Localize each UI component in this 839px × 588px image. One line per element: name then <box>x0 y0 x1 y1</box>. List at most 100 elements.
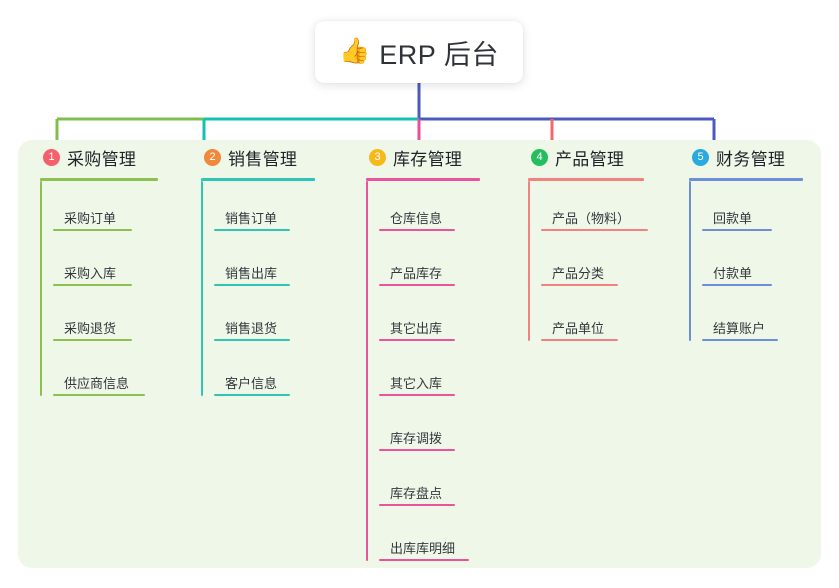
list-item[interactable]: 回款单 <box>702 181 821 236</box>
branch-badge-1: 1 <box>43 148 60 166</box>
branch-underline-4 <box>528 178 644 181</box>
list-item[interactable]: 供应商信息 <box>53 346 183 401</box>
list-item[interactable]: 产品单位 <box>541 291 675 346</box>
list-item[interactable]: 产品库存 <box>379 236 513 291</box>
list-item-label: 客户信息 <box>225 376 278 391</box>
branch-badge-4: 4 <box>531 148 548 166</box>
branch-header-5[interactable]: 5 财务管理 <box>689 140 821 174</box>
list-item-label: 采购入库 <box>64 266 117 281</box>
list-item-label: 产品库存 <box>390 266 443 281</box>
list-item-label: 仓库信息 <box>390 211 443 226</box>
branch-column-5: 5 财务管理回款单付款单结算账户 <box>675 140 821 568</box>
list-item-underline <box>53 229 132 231</box>
branch-column-1: 1 采购管理采购订单采购入库采购退货供应商信息 <box>18 140 183 568</box>
list-item-label: 销售订单 <box>225 211 278 226</box>
branch-spine-5 <box>689 181 691 341</box>
branch-column-2: 2 销售管理销售订单销售出库销售退货客户信息 <box>183 140 348 568</box>
branch-title-5: 财务管理 <box>716 149 786 169</box>
branch-underline-3 <box>366 178 480 181</box>
list-item-underline <box>379 284 455 286</box>
list-item-underline <box>702 339 778 341</box>
list-item[interactable]: 采购退货 <box>53 291 183 346</box>
list-item-label: 回款单 <box>713 211 753 226</box>
list-item-label: 采购订单 <box>64 211 117 226</box>
list-item[interactable]: 付款单 <box>702 236 821 291</box>
list-item[interactable]: 客户信息 <box>214 346 348 401</box>
branch-column-4: 4 产品管理产品（物料） 产品分类产品单位 <box>513 140 675 568</box>
list-item-underline <box>379 449 455 451</box>
branch-spine-3 <box>366 181 368 561</box>
branch-header-2[interactable]: 2 销售管理 <box>201 140 348 174</box>
list-item[interactable]: 结算账户 <box>702 291 821 346</box>
list-item-label: 销售退货 <box>225 321 278 336</box>
list-item-underline <box>379 229 455 231</box>
branch-items-2: 销售订单销售出库销售退货客户信息 <box>201 181 348 401</box>
list-item[interactable]: 销售出库 <box>214 236 348 291</box>
list-item[interactable]: 库存盘点 <box>379 456 513 511</box>
root-node-title: ERP 后台 <box>379 39 499 70</box>
list-item-label: 结算账户 <box>713 321 766 336</box>
list-item[interactable]: 产品（物料） <box>541 181 675 236</box>
list-item-label: 库存调拨 <box>390 431 443 446</box>
branch-items-5: 回款单付款单结算账户 <box>689 181 821 346</box>
branch-underline-2 <box>201 178 315 181</box>
branches-panel <box>18 140 821 568</box>
list-item[interactable]: 销售订单 <box>214 181 348 236</box>
branch-spine-1 <box>40 181 42 396</box>
branch-title-2: 销售管理 <box>228 149 298 169</box>
list-item-underline <box>214 339 290 341</box>
list-item-label: 采购退货 <box>64 321 117 336</box>
branch-underline-1 <box>40 178 158 181</box>
list-item-underline <box>541 284 618 286</box>
branch-columns: 1 采购管理采购订单采购入库采购退货供应商信息 2 销售管理销售订单销售出库销售退货客… <box>18 140 821 568</box>
list-item-underline <box>379 504 455 506</box>
branch-items-3: 仓库信息产品库存其它出库其它入库库存调拨库存盘点出库库明细 <box>366 181 513 566</box>
list-item-label: 其它入库 <box>390 376 443 391</box>
list-item-label: 产品（物料） <box>552 211 631 226</box>
branch-header-4[interactable]: 4 产品管理 <box>528 140 675 174</box>
root-node-card[interactable]: 👍 ERP 后台 <box>315 21 523 83</box>
branch-underline-5 <box>689 178 803 181</box>
list-item[interactable]: 采购入库 <box>53 236 183 291</box>
list-item[interactable]: 仓库信息 <box>379 181 513 236</box>
list-item[interactable]: 采购订单 <box>53 181 183 236</box>
list-item[interactable]: 出库库明细 <box>379 511 513 566</box>
list-item[interactable]: 其它入库 <box>379 346 513 401</box>
list-item[interactable]: 库存调拨 <box>379 401 513 456</box>
list-item-underline <box>379 559 469 561</box>
list-item[interactable]: 其它出库 <box>379 291 513 346</box>
list-item-underline <box>702 284 772 286</box>
list-item[interactable]: 销售退货 <box>214 291 348 346</box>
branch-badge-5: 5 <box>692 148 709 166</box>
list-item-label: 出库库明细 <box>390 541 456 556</box>
list-item-underline <box>53 339 132 341</box>
branch-spine-2 <box>201 181 203 396</box>
branch-items-4: 产品（物料） 产品分类产品单位 <box>528 181 675 346</box>
list-item-underline <box>541 339 618 341</box>
list-item[interactable]: 产品分类 <box>541 236 675 291</box>
branch-spine-4 <box>528 181 530 341</box>
list-item-underline <box>379 394 455 396</box>
list-item-underline <box>541 229 648 231</box>
branch-header-1[interactable]: 1 采购管理 <box>40 140 183 174</box>
list-item-underline <box>53 394 145 396</box>
branch-title-4: 产品管理 <box>555 149 625 169</box>
list-item-underline <box>53 284 132 286</box>
list-item-label: 产品分类 <box>552 266 605 281</box>
list-item-underline <box>214 394 290 396</box>
list-item-underline <box>214 284 290 286</box>
list-item-underline <box>379 339 455 341</box>
branch-items-1: 采购订单采购入库采购退货供应商信息 <box>40 181 183 401</box>
list-item-underline <box>214 229 290 231</box>
list-item-label: 产品单位 <box>552 321 605 336</box>
list-item-label: 销售出库 <box>225 266 278 281</box>
branch-title-1: 采购管理 <box>67 149 137 169</box>
list-item-label: 付款单 <box>713 266 753 281</box>
list-item-underline <box>702 229 772 231</box>
branch-badge-2: 2 <box>204 148 221 166</box>
list-item-label: 其它出库 <box>390 321 443 336</box>
thumbs-up-icon: 👍 <box>339 36 371 65</box>
